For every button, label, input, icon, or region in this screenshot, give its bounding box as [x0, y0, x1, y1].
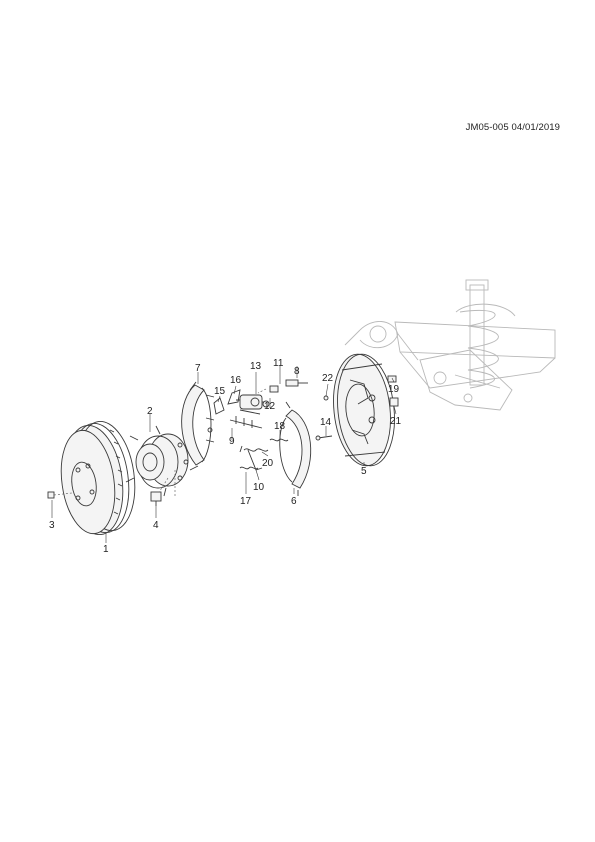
callout-6: 6 [291, 496, 297, 507]
document-code: JM05-005 04/01/2019 [465, 122, 560, 133]
backing-plate-screw [323, 395, 329, 401]
axle-nut [389, 397, 399, 407]
backing-plate [333, 353, 395, 467]
callout-3: 3 [49, 520, 55, 531]
callout-labels: 1 2 3 4 5 6 7 8 9 10 11 12 13 14 15 16 1… [49, 358, 402, 555]
return-spring [239, 445, 269, 453]
callout-17: 17 [240, 496, 252, 507]
hub-bearing-assembly [125, 425, 189, 498]
callout-18: 18 [274, 421, 286, 432]
callout-11: 11 [273, 358, 284, 369]
callout-10: 10 [253, 482, 265, 493]
callout-15: 15 [214, 386, 226, 397]
brake-drum [60, 420, 136, 536]
brake-shoe-front [181, 381, 215, 471]
dust-cap [262, 400, 270, 408]
leader-lines [51, 366, 397, 543]
callout-9: 9 [229, 436, 235, 447]
hub-bolt [150, 491, 162, 506]
adjuster-strut [229, 416, 263, 429]
backing-plate-bolt [387, 375, 397, 383]
shoe-retainer-clip [213, 397, 225, 415]
callout-14: 14 [320, 417, 332, 428]
brake-shoe-rear [279, 401, 312, 496]
callout-7: 7 [195, 363, 201, 374]
callout-4: 4 [153, 520, 159, 531]
callout-19: 19 [388, 384, 400, 395]
callout-22: 22 [322, 373, 334, 384]
drum-screw [47, 491, 73, 499]
upper-return-spring [269, 438, 289, 442]
callout-21: 21 [390, 416, 402, 427]
callout-5: 5 [361, 466, 367, 477]
callout-16: 16 [230, 375, 242, 386]
callout-12: 12 [264, 401, 276, 412]
wheel-cylinder-bolt [285, 379, 308, 387]
bleeder-screw [257, 385, 279, 394]
rear-axle-suspension-illustration [344, 279, 556, 411]
hold-down-pin [315, 435, 333, 441]
callout-1: 1 [103, 544, 109, 555]
callout-2: 2 [147, 406, 153, 417]
adjusting-lever [227, 389, 261, 415]
callout-20: 20 [262, 458, 274, 469]
wheel-cylinder [236, 394, 266, 410]
callout-8: 8 [294, 366, 300, 377]
callout-13: 13 [250, 361, 262, 372]
